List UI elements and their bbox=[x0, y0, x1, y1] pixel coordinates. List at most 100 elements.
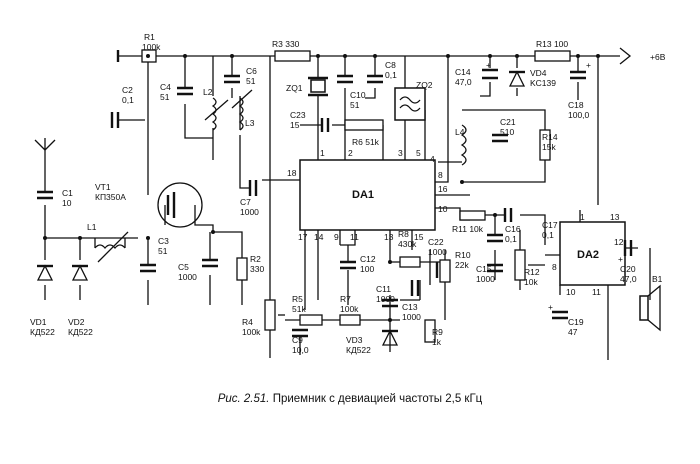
pin-label: 5 bbox=[416, 148, 421, 158]
label-VT1-value: КП350А bbox=[95, 192, 126, 202]
pin-label: 2 bbox=[348, 148, 353, 158]
label-R8-value: 430k bbox=[398, 239, 417, 249]
pin-label: 11 bbox=[592, 287, 601, 297]
label-C21: C21 bbox=[500, 117, 516, 127]
label-C22-value: 1000 bbox=[428, 247, 447, 257]
label-DA2: DA2 bbox=[577, 249, 599, 261]
supply-label: +6В bbox=[650, 52, 666, 62]
pin-label: 13 bbox=[610, 212, 620, 222]
pin-label: 12 bbox=[614, 237, 624, 247]
labels: +6В R1 100k R3 330 R13 100 C2 0,1 C4 51 … bbox=[30, 32, 666, 355]
pin-label: 15 bbox=[414, 232, 424, 242]
label-C10-value: 51 bbox=[350, 100, 360, 110]
label-C9: C9 bbox=[292, 335, 303, 345]
label-C13-value: 1000 bbox=[402, 312, 421, 322]
pin-label: 8 bbox=[552, 262, 557, 272]
label-VD2-value: КД522 bbox=[68, 327, 93, 337]
label-C13: C13 bbox=[402, 302, 418, 312]
label-C3-value: 51 bbox=[158, 246, 168, 256]
figure-title: Приемник с девиацией частоты 2,5 кГц bbox=[272, 393, 483, 405]
label-R8: R8 bbox=[398, 229, 409, 239]
label-C17-value: 0,1 bbox=[542, 230, 554, 240]
label-R1-value: 100k bbox=[142, 42, 161, 52]
label-C16-value: 0,1 bbox=[505, 234, 517, 244]
label-VT1: VT1 bbox=[95, 182, 111, 192]
label-R14: R14 bbox=[542, 132, 558, 142]
label-C20: C20 bbox=[620, 264, 636, 274]
label-C4: C4 bbox=[160, 82, 171, 92]
label-C2-value: 0,1 bbox=[122, 95, 134, 105]
label-R7-value: 100k bbox=[340, 304, 359, 314]
label-B1: B1 bbox=[652, 274, 663, 284]
label-R12: R12 bbox=[524, 267, 540, 277]
label-R10: R10 bbox=[455, 250, 471, 260]
figure-number: Рис. 2.51. bbox=[217, 393, 270, 405]
label-C12-value: 100 bbox=[360, 264, 374, 274]
pin-label: 1 bbox=[580, 212, 585, 222]
label-C9-value: 10,0 bbox=[292, 345, 309, 355]
label-R10-value: 22k bbox=[455, 260, 469, 270]
label-C6-value: 51 bbox=[246, 76, 256, 86]
pin-label: 8 bbox=[438, 170, 443, 180]
label-C12: C12 bbox=[360, 254, 376, 264]
label-C17: C17 bbox=[542, 220, 558, 230]
label-VD1: VD1 bbox=[30, 317, 47, 327]
label-R14-value: 15k bbox=[542, 142, 556, 152]
pin-label: 9 bbox=[334, 232, 339, 242]
label-C2: C2 bbox=[122, 85, 133, 95]
junctions bbox=[43, 54, 600, 322]
label-DA1: DA1 bbox=[352, 189, 374, 201]
label-R5-value: 51k bbox=[292, 304, 306, 314]
label-C19: C19 bbox=[568, 317, 584, 327]
label-R7: R7 bbox=[340, 294, 351, 304]
label-C18: C18 bbox=[568, 100, 584, 110]
pin-label: 10 bbox=[566, 287, 576, 297]
label-R11: R11 10k bbox=[452, 224, 484, 234]
label-VD1-value: КД522 bbox=[30, 327, 55, 337]
label-R5: R5 bbox=[292, 294, 303, 304]
label-ZQ2: ZQ2 bbox=[416, 80, 433, 90]
pin-label: 18 bbox=[287, 168, 297, 178]
label-VD4: VD4 bbox=[530, 68, 547, 78]
label-R2-value: 330 bbox=[250, 264, 264, 274]
label-C6: C6 bbox=[246, 66, 257, 76]
label-C14: C14 bbox=[455, 67, 471, 77]
svg-text:+: + bbox=[548, 302, 553, 312]
label-C11-value: 1000 bbox=[376, 294, 395, 304]
pin-label: 1 bbox=[320, 148, 325, 158]
label-C15: C15 bbox=[476, 264, 492, 274]
label-C7: C7 bbox=[240, 197, 251, 207]
svg-text:+: + bbox=[618, 254, 623, 264]
label-C14-value: 47,0 bbox=[455, 77, 472, 87]
label-C10: C10 bbox=[350, 90, 366, 100]
label-C18-value: 100,0 bbox=[568, 110, 590, 120]
label-R13: R13 100 bbox=[536, 39, 568, 49]
label-C1-value: 10 bbox=[62, 198, 72, 208]
pin-label: 14 bbox=[314, 232, 324, 242]
components: + + bbox=[34, 47, 661, 346]
pin-numbers: 1 2 3 5 4 18 8 16 10 17 14 9 11 13 15 1 … bbox=[287, 148, 624, 297]
label-L4: L4 bbox=[455, 127, 465, 137]
label-C23-value: 15 bbox=[290, 120, 300, 130]
pin-label: 11 bbox=[350, 232, 359, 242]
pin-label: 3 bbox=[398, 148, 403, 158]
label-C5-value: 1000 bbox=[178, 272, 197, 282]
label-C8-value: 0,1 bbox=[385, 70, 397, 80]
label-C11: C11 bbox=[376, 284, 391, 294]
label-C22: C22 bbox=[428, 237, 444, 247]
label-R1: R1 bbox=[144, 32, 155, 42]
svg-text:+: + bbox=[586, 60, 591, 70]
label-VD2: VD2 bbox=[68, 317, 85, 327]
label-R4: R4 bbox=[242, 317, 253, 327]
label-C3: C3 bbox=[158, 236, 169, 246]
label-C19-value: 47 bbox=[568, 327, 578, 337]
label-C20-value: 47,0 bbox=[620, 274, 637, 284]
figure-caption: Рис. 2.51. Приемник с девиацией частоты … bbox=[0, 393, 700, 405]
label-R6: R6 51k bbox=[352, 137, 380, 147]
label-C15-value: 1000 bbox=[476, 274, 495, 284]
svg-text:+: + bbox=[486, 60, 491, 70]
label-L3: L3 bbox=[245, 118, 255, 128]
pin-label: 17 bbox=[298, 232, 308, 242]
label-R12-value: 10k bbox=[524, 277, 538, 287]
